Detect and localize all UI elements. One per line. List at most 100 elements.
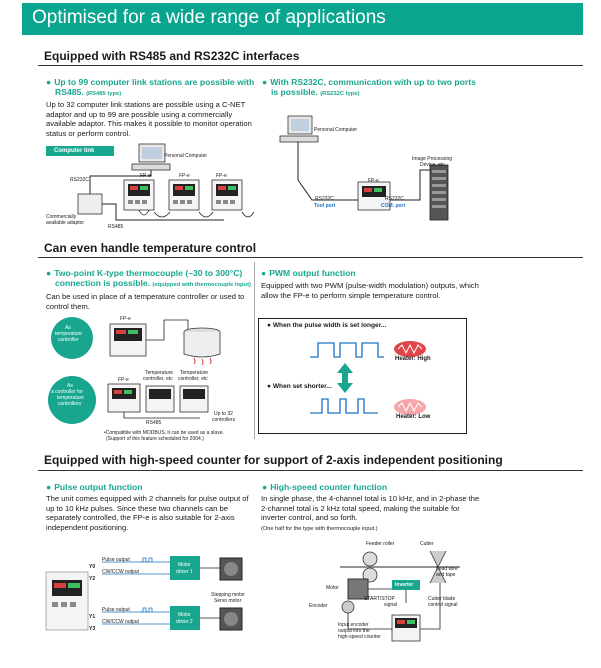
label-cw-ccw-output: CW/CCW output [102, 569, 139, 575]
label-feeder-roller: Feeder roller [366, 541, 395, 547]
label-fp-e: FP-e [120, 316, 131, 322]
pwm-longer-label: ● When the pulse width is set longer... [267, 322, 387, 329]
stepping-motor-icon [219, 557, 243, 581]
driver-label: Motor [178, 562, 191, 568]
heater-low-icon [394, 399, 426, 415]
fp-e-unit-icon [357, 181, 391, 211]
fp-e-unit-icon [168, 179, 200, 211]
fp-e-unit-icon [45, 571, 89, 631]
label-adaptor: available adaptor [46, 220, 85, 226]
label-motor: Motor [326, 585, 339, 591]
label-start-stop: START/STOP [364, 596, 395, 602]
label-pulse-output: Pulse output [102, 557, 130, 563]
label-rs232c: RS232C [385, 196, 404, 202]
bullet-icon: ● [261, 268, 267, 278]
high-speed-counter-body: In single phase, the 4-channel total is … [261, 494, 480, 523]
fp-e-unit-icon [211, 179, 243, 211]
label-temperature-controller: Temperature [145, 370, 174, 376]
pwm-waveforms [310, 341, 426, 415]
label-y3: Y3 [89, 626, 96, 632]
rs485-body: Up to 32 computer link stations are poss… [46, 100, 252, 138]
label-pulse-output: Pulse output [102, 607, 130, 613]
page-banner: Optimised for a wide range of applicatio… [22, 3, 583, 35]
pulse-output-diagram [45, 556, 243, 631]
fp-e-unit-icon [391, 614, 421, 642]
short-pulse-waveform [310, 398, 378, 414]
personal-computer-icon [279, 115, 319, 143]
rs485-network-diagram [77, 143, 255, 221]
modbus-note: •Compatible with MODBUS, it can be used … [104, 430, 224, 436]
pulse-output-bullet-title: ●Pulse output function [46, 482, 143, 492]
label-rs485: RS485 [108, 224, 124, 230]
label-start-stop: signal [384, 602, 398, 608]
high-speed-counter-diagram [340, 550, 460, 642]
label-y2: Y2 [89, 576, 96, 582]
badge-text: temperature [57, 395, 84, 401]
driver-label: Motor [178, 612, 191, 618]
temperature-controller-badge [51, 317, 93, 359]
label-input-encoder: output into the [338, 628, 370, 634]
label-temperature-controller: Temperature [180, 370, 209, 376]
bullet-icon: ● [46, 482, 52, 492]
fp-e-unit-icon [123, 179, 155, 211]
bullet-icon: ● [262, 482, 268, 492]
heater-tank-icon [183, 327, 221, 366]
thermocouple-body: Can be used in place of a temperature co… [46, 292, 245, 311]
inverter-box [392, 580, 420, 590]
label-lead-wire: and tape [436, 572, 456, 578]
label-lead-wire: Lead wire [436, 566, 458, 572]
image-processing-device-icon [429, 164, 449, 221]
label-stepping-motor: Stepping motor [211, 592, 245, 598]
label-input-encoder: Input encoder [338, 622, 369, 628]
encoder-icon [341, 600, 355, 614]
pwm-illustration-box [258, 318, 467, 434]
pwm-body: Equipped with two PWM (pulse-width modul… [261, 281, 479, 300]
label-rs232c: RS232C [315, 196, 334, 202]
label-personal-computer: Personal Computer [314, 127, 358, 133]
motor-driver-2 [170, 606, 200, 630]
label-fp-e: FP-e [140, 173, 151, 179]
transition-arrow-icon [337, 363, 353, 393]
label-fp-e: FP-e [216, 173, 227, 179]
label-personal-computer: Personal Computer [164, 153, 208, 159]
stepping-motor-icon [219, 607, 243, 631]
label-tool-port: Tool port [314, 203, 336, 209]
section-divider [38, 65, 583, 66]
label-image-processing: Image Processing [412, 156, 453, 162]
high-speed-counter-bullet-title: ●High-speed counter function [262, 482, 388, 492]
label-input-encoder: high-speed counter [338, 634, 381, 640]
rs485-bullet-title: ●Up to 99 computer link stations are pos… [46, 77, 255, 97]
driver-label: driver 1 [176, 569, 193, 575]
label-inverter: Inverter [395, 582, 414, 588]
section-divider [38, 257, 583, 258]
section-heading-counter: Equipped with high-speed counter for sup… [44, 453, 503, 467]
badge-text: As [67, 383, 73, 389]
badge-text: a controller for [51, 389, 83, 395]
controller-for-controllers-badge [48, 376, 96, 424]
label-cutter: Cutter [420, 541, 434, 547]
label-com-port: COM. port [381, 203, 406, 209]
bullet-icon: ● [262, 77, 268, 87]
rs232c-bullet-title: ●With RS232C, communication with up to t… [262, 77, 476, 97]
label-y1: Y1 [89, 614, 96, 620]
thermocouple-note: (One half for the type with thermocouple… [261, 526, 378, 532]
label-cw-ccw-output: CW/CCW output [102, 619, 139, 625]
badge-text: controller [58, 337, 79, 343]
badge-text: controllers [58, 401, 82, 407]
cutter-icon [429, 550, 447, 584]
driver-label: driver 2 [176, 619, 193, 625]
label-cutter-blade: Cutter blade [428, 596, 456, 602]
page-title: Optimised for a wide range of applicatio… [32, 7, 386, 28]
heater-low-label: Heater: Low [396, 414, 431, 420]
label-up-to-32: controllers [212, 417, 236, 423]
adaptor-icon [77, 193, 103, 215]
personal-computer-icon [131, 143, 171, 171]
label-encoder: Encoder [309, 603, 328, 609]
pulse-output-body: The unit comes equipped with 2 channels … [46, 494, 249, 532]
label-up-to-32: Up to 32 [214, 411, 233, 417]
fp-e-unit-icon [109, 323, 147, 357]
pwm-shorter-label: ● When set shorter... [267, 383, 332, 390]
thermocouple-bullet-title: ●Two-point K-type thermocouple (–30 to 3… [46, 268, 251, 288]
column-divider [254, 262, 255, 439]
label-fp-e: FP-e [368, 178, 379, 184]
